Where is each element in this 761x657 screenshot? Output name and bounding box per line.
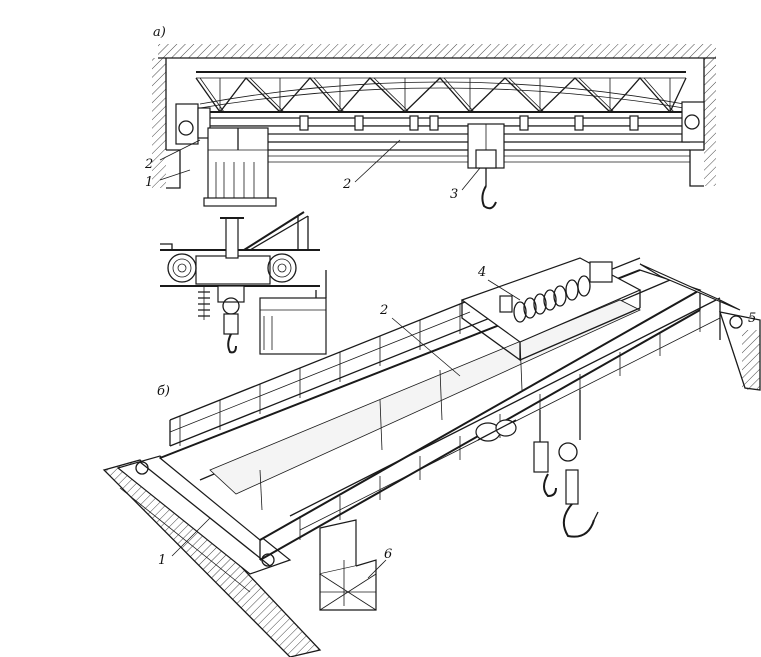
operator-cabin bbox=[203, 127, 277, 207]
left-corbel bbox=[166, 149, 181, 189]
trolley-hook-a bbox=[467, 123, 505, 210]
main-girder-b bbox=[158, 257, 702, 561]
trolley-b bbox=[460, 257, 642, 362]
view-b-isometric: б) 1 2 4 5 6 bbox=[102, 257, 761, 657]
main-hook-icon bbox=[562, 503, 595, 538]
trolley-cross-section bbox=[160, 211, 327, 355]
end-carriage-b-front bbox=[116, 455, 292, 593]
label-a-2-left: 2 bbox=[144, 157, 153, 172]
view-a-elevation: а) 2 1 2 3 bbox=[144, 25, 716, 210]
label-b-1: 1 bbox=[158, 553, 166, 568]
right-corbel bbox=[689, 149, 704, 187]
truss-girder bbox=[186, 71, 696, 127]
railing-near bbox=[289, 297, 721, 540]
label-a-3: 3 bbox=[450, 187, 458, 202]
end-carriage-right bbox=[681, 101, 705, 143]
bridge-beam-a bbox=[177, 115, 699, 163]
label-b-5: 5 bbox=[748, 311, 756, 326]
runway-right-hatch bbox=[742, 330, 760, 390]
section-hook-icon bbox=[227, 333, 237, 354]
hook-icon bbox=[481, 185, 497, 210]
end-carriage-b-back bbox=[639, 263, 743, 340]
railing-far bbox=[169, 299, 471, 446]
ceiling-hatch bbox=[158, 44, 716, 58]
operator-cabin-b bbox=[319, 519, 377, 611]
label-a-2-mid: 2 bbox=[342, 177, 351, 192]
label-b-4: 4 bbox=[477, 265, 486, 280]
label-b-2: 2 bbox=[379, 303, 388, 318]
wheel-left-icon bbox=[167, 253, 197, 283]
small-hook-icon bbox=[543, 473, 557, 498]
auxiliary-drum bbox=[475, 419, 517, 442]
view-b-label: б) bbox=[157, 384, 170, 399]
view-a-label: а) bbox=[153, 25, 166, 40]
wheel-right-icon bbox=[267, 253, 297, 283]
left-wall-hatch bbox=[152, 58, 166, 188]
right-wall-hatch bbox=[704, 58, 716, 186]
runway-left-hatch bbox=[104, 460, 320, 657]
label-b-6: 6 bbox=[384, 547, 392, 562]
hook-assembly-b bbox=[533, 390, 599, 538]
label-a-1: 1 bbox=[145, 175, 153, 190]
end-carriage-left bbox=[175, 103, 211, 145]
